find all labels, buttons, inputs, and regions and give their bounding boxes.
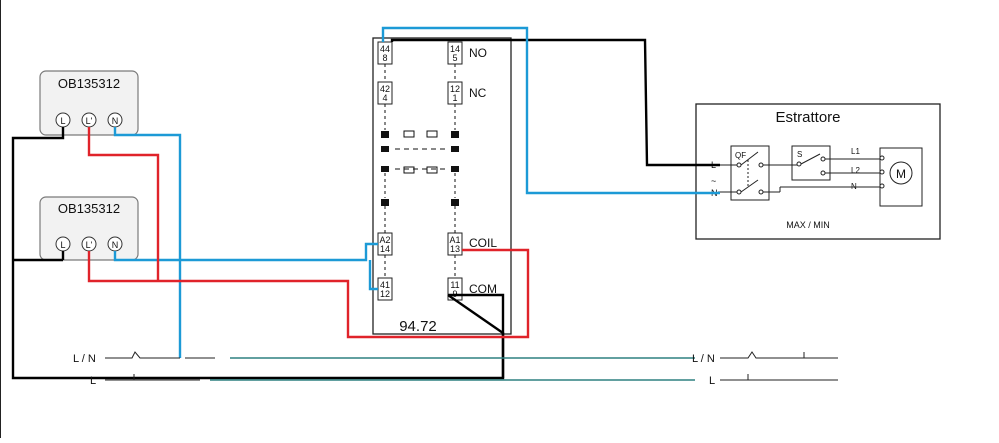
svg-text:M: M xyxy=(896,167,906,181)
relay: 94.72 44 8 14 5 42 4 12 1 A2 14 xyxy=(372,37,512,335)
wire-blue-n-b xyxy=(113,242,378,262)
bus-lines: L / N L L / N L xyxy=(73,351,838,387)
extractor-qf-breaker: QF xyxy=(730,145,770,201)
svg-text:S: S xyxy=(797,150,802,159)
wire-red-lp-a xyxy=(87,127,160,281)
relay-internal-contacts xyxy=(381,64,459,278)
relay-terminal-a1: A1 13 xyxy=(447,232,463,256)
dimmer-a-lp-label: L' xyxy=(86,116,93,126)
relay-body xyxy=(372,37,512,335)
svg-text:4: 4 xyxy=(382,93,387,103)
relay-label-nc: NC xyxy=(469,86,487,100)
relay-model: 94.72 xyxy=(399,318,437,335)
dimmer-b-lp-label: L' xyxy=(86,240,93,250)
relay-terminal-14: 14 5 xyxy=(447,41,463,65)
extractor-footer: MAX / MIN xyxy=(786,220,830,230)
svg-text:12: 12 xyxy=(450,84,460,94)
extractor-speed-switch: S xyxy=(791,145,831,181)
dimmer-a-l-label: L xyxy=(60,116,65,126)
wire-black-no xyxy=(390,38,720,167)
extractor-output-l2: L2 xyxy=(851,166,860,175)
bus-ln-left-seg xyxy=(105,351,180,359)
svg-text:A2: A2 xyxy=(379,235,390,245)
extractor-internal-wiring xyxy=(718,158,880,193)
bus-ln-right-seg xyxy=(720,351,838,359)
svg-text:42: 42 xyxy=(380,84,390,94)
wire-black-com xyxy=(448,293,505,378)
dimmer-b: OB135312 L L' N xyxy=(39,196,139,261)
svg-text:A1: A1 xyxy=(449,235,460,245)
extractor: Estrattore L ~ N QF S L1 L2 N xyxy=(695,103,941,240)
bus-label-right-ln: L / N xyxy=(692,353,715,365)
svg-text:1: 1 xyxy=(452,93,457,103)
dimmer-b-n-label: N xyxy=(112,240,119,250)
extractor-input-tilde: ~ xyxy=(711,176,716,186)
relay-label-com: COM xyxy=(469,282,497,296)
wire-blue-extractor-n xyxy=(381,26,720,195)
wire-blue-41 xyxy=(368,260,378,291)
svg-text:44: 44 xyxy=(380,44,390,54)
svg-text:41: 41 xyxy=(380,280,390,290)
dimmer-a-n-label: N xyxy=(112,116,119,126)
extractor-output-l1: L1 xyxy=(851,147,860,156)
bus-label-left-ln: L / N xyxy=(73,353,96,365)
relay-label-coil: COIL xyxy=(469,236,497,250)
extractor-title: Estrattore xyxy=(775,109,840,126)
wires-black xyxy=(11,38,720,380)
dimmer-a-label: OB135312 xyxy=(58,76,120,91)
relay-label-no: NO xyxy=(469,46,487,60)
dimmer-b-label: OB135312 xyxy=(58,201,120,216)
wires-red xyxy=(87,127,530,339)
svg-text:5: 5 xyxy=(452,53,457,63)
relay-terminal-41: 41 12 xyxy=(377,277,393,301)
relay-terminal-44: 44 8 xyxy=(377,41,393,65)
bus-label-right-l: L xyxy=(709,375,715,387)
svg-text:8: 8 xyxy=(382,53,387,63)
svg-text:11: 11 xyxy=(450,280,459,290)
dimmer-b-l-label: L xyxy=(60,240,65,250)
wire-red-lp-b xyxy=(87,248,530,339)
motor-icon xyxy=(889,161,913,185)
svg-text:13: 13 xyxy=(450,244,460,254)
relay-terminal-12: 12 1 xyxy=(447,81,463,105)
svg-text:14: 14 xyxy=(380,244,390,254)
bus-label-left-l: L xyxy=(90,375,96,387)
dimmer-a: OB135312 L L' N xyxy=(39,70,139,136)
svg-text:12: 12 xyxy=(380,289,390,299)
svg-text:14: 14 xyxy=(450,44,460,54)
extractor-motor: M xyxy=(879,147,923,207)
relay-terminal-a2: A2 14 xyxy=(377,232,393,256)
wire-blue-n-a xyxy=(113,127,182,358)
relay-terminal-42: 42 4 xyxy=(377,81,393,105)
wires-blue xyxy=(113,26,720,358)
svg-text:QF: QF xyxy=(735,151,746,160)
